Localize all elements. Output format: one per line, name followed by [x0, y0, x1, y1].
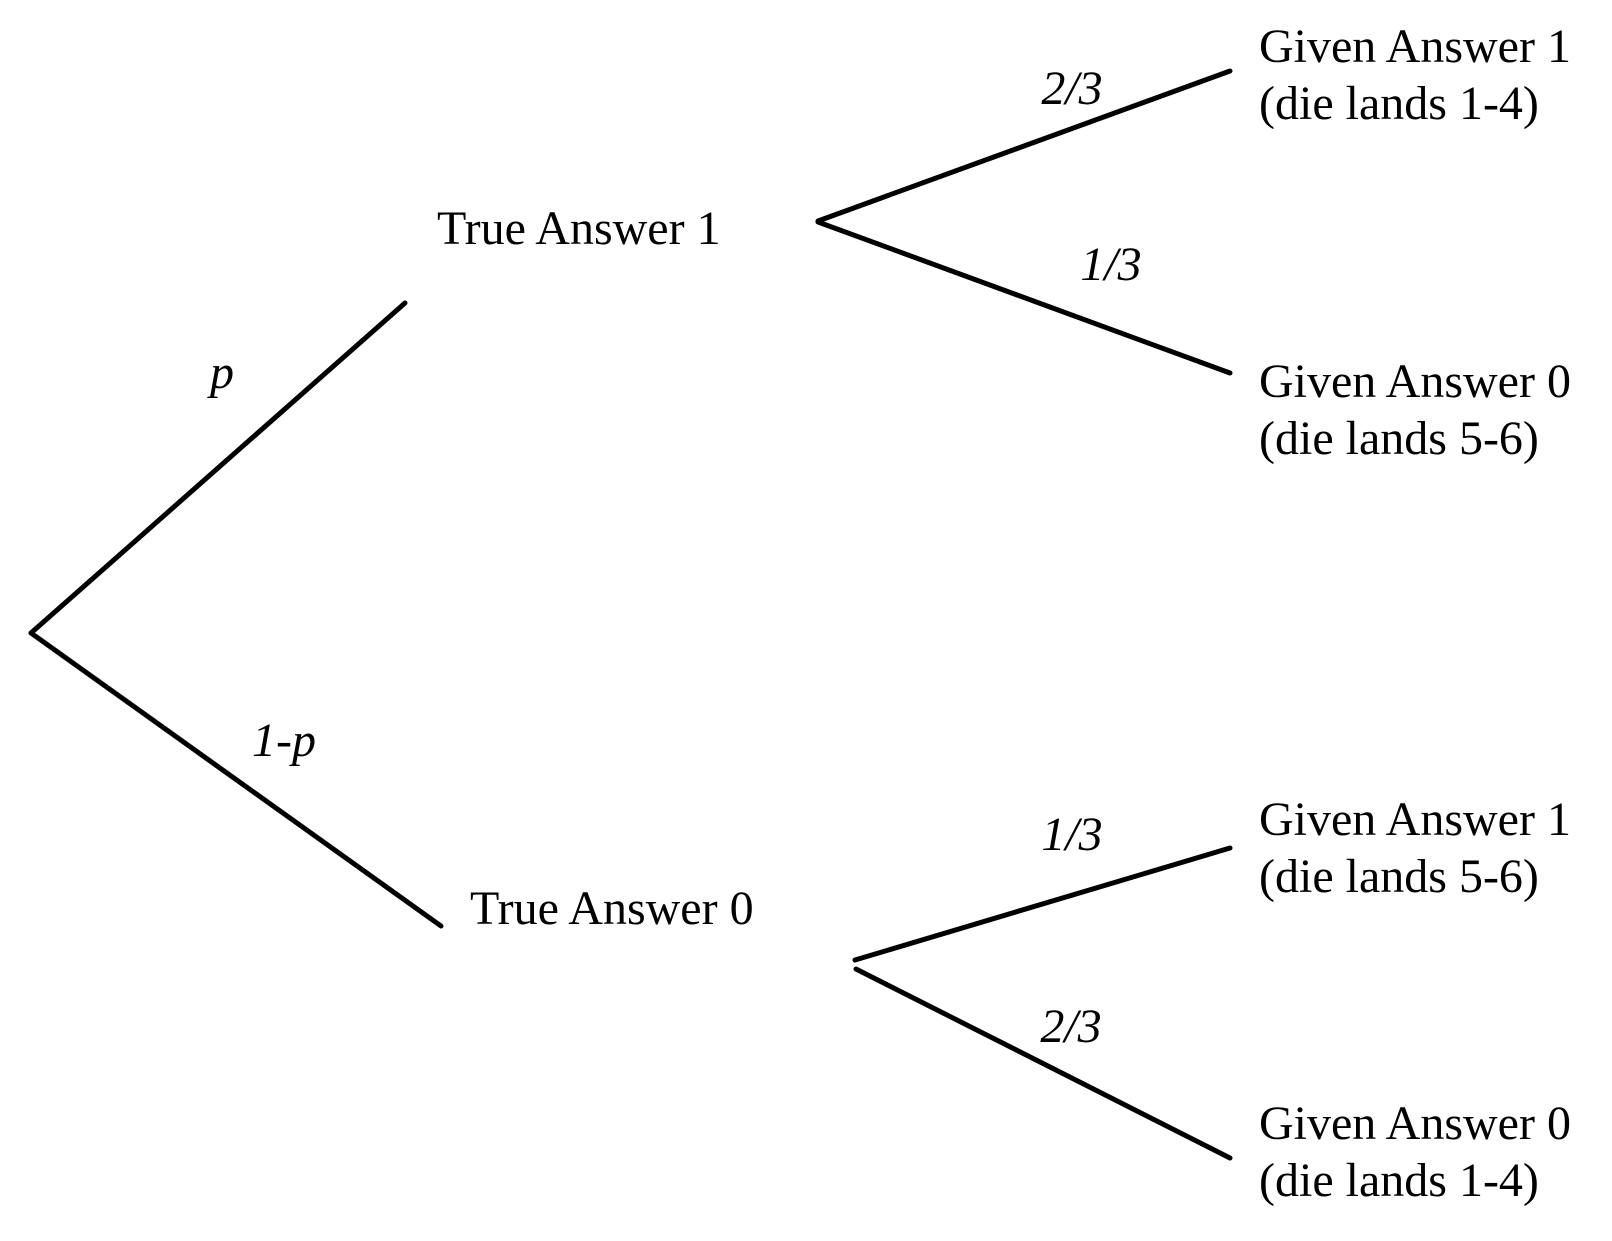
leaf-given-answer-0-die-1-4: Given Answer 0 (die lands 1-4) — [1259, 1095, 1571, 1209]
edge-true0-to-given-answer-1 — [852, 845, 1233, 963]
edge-true1-to-given-answer-1 — [815, 68, 1233, 224]
probability-label-1-minus-p: 1-p — [252, 714, 316, 767]
edge-true1-to-given-answer-0 — [815, 219, 1233, 376]
edge-true0-to-given-answer-0 — [853, 966, 1233, 1161]
leaf-detail-label: (die lands 1-4) — [1259, 77, 1539, 130]
leaf-detail-label: (die lands 5-6) — [1259, 850, 1539, 903]
leaf-outcome-label: Given Answer 0 — [1259, 1097, 1571, 1150]
probability-label-two-thirds-top: 2/3 — [1041, 62, 1103, 115]
leaf-given-answer-1-die-5-6: Given Answer 1 (die lands 5-6) — [1259, 791, 1571, 905]
probability-label-one-third-bottom: 1/3 — [1041, 808, 1103, 861]
node-true-answer-0: True Answer 0 — [470, 882, 754, 935]
leaf-given-answer-0-die-5-6: Given Answer 0 (die lands 5-6) — [1259, 353, 1571, 467]
leaf-outcome-label: Given Answer 0 — [1259, 355, 1571, 408]
leaf-given-answer-1-die-1-4: Given Answer 1 (die lands 1-4) — [1259, 18, 1571, 132]
leaf-detail-label: (die lands 1-4) — [1259, 1154, 1539, 1207]
probability-label-p: p — [210, 346, 234, 399]
edge-root-to-true-answer-1 — [28, 300, 408, 636]
node-true-answer-1: True Answer 1 — [437, 202, 721, 255]
probability-label-two-thirds-bottom: 2/3 — [1040, 1000, 1102, 1053]
leaf-outcome-label: Given Answer 1 — [1259, 793, 1571, 846]
probability-label-one-third-top: 1/3 — [1080, 238, 1142, 291]
edge-root-to-true-answer-0 — [28, 630, 444, 929]
leaf-detail-label: (die lands 5-6) — [1259, 412, 1539, 465]
leaf-outcome-label: Given Answer 1 — [1259, 20, 1571, 73]
